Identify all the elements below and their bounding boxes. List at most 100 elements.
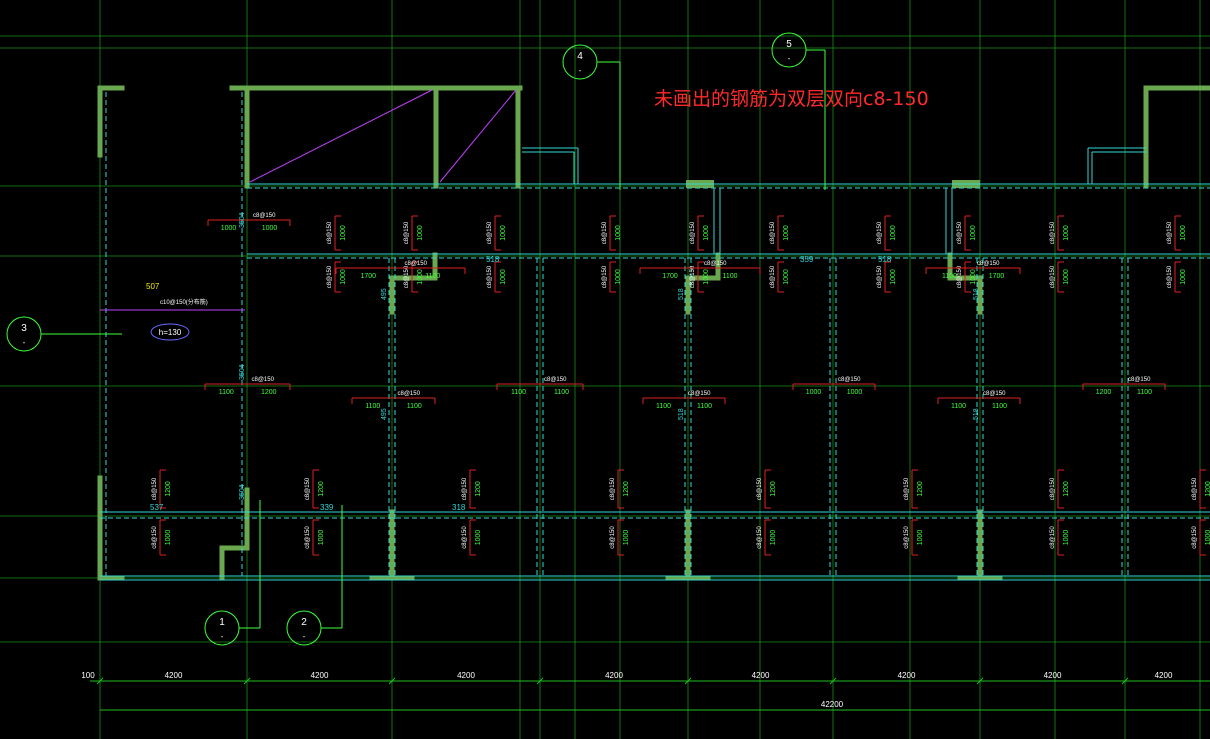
rebar-tag: c8@150 [1192, 477, 1198, 500]
dim-bay: 4200 [898, 671, 916, 680]
axis-bubble-label: 4 [577, 51, 583, 62]
rebar-tag: c8@150 [405, 261, 428, 267]
rebar-vertical: c8@150 1000 [1192, 519, 1210, 556]
axis-bubble-sub: - [579, 66, 582, 75]
rebar-length: 1000 [783, 269, 790, 285]
rebar-length: 1000 [783, 225, 790, 241]
rebar-length: 1200 [318, 481, 325, 497]
rebar-length: 1000 [318, 530, 325, 546]
axis-bubble-3: 3- [6, 316, 122, 352]
rebar-tag: c8@150 [1192, 526, 1198, 549]
rebar-length: 1200 [1096, 389, 1112, 396]
small-dim: 537 [150, 503, 164, 512]
rebar-tag: c8@150 [1050, 221, 1056, 244]
small-dim: 339 [320, 503, 334, 512]
small-dim-v: 495 [381, 288, 388, 300]
rebar-length: 1100 [722, 273, 737, 280]
small-dim: 518 [878, 255, 892, 264]
rebar-tag: c8@150 [983, 391, 1006, 397]
rebar-tag: c8@150 [904, 526, 910, 549]
diagonal-rebar-line [249, 89, 433, 183]
small-dim-v: 518 [973, 288, 980, 300]
rebar-tag: c8@150 [462, 477, 468, 500]
rebar-tag: c8@150 [487, 265, 493, 288]
rebar-tag: c8@150 [957, 221, 963, 244]
rebar-length: 1700 [989, 273, 1005, 280]
rebar-note: 未画出的钢筋为双层双向c8-150 [654, 88, 929, 110]
rebar-length: 1100 [1137, 389, 1152, 396]
rebar-length: 1000 [703, 269, 710, 285]
dim-tick [243, 677, 251, 685]
rebar-tag: c8@150 [770, 265, 776, 288]
rebar-length: 1000 [890, 269, 897, 285]
rebar-length: 1000 [1205, 530, 1210, 546]
rebar-horizontal: c8@150 1200 1100 [1082, 377, 1166, 396]
rebar-tag: c8@150 [305, 477, 311, 500]
dim-bay: 4200 [752, 671, 770, 680]
small-dim-v: 3504 [239, 212, 246, 228]
rebar-length: 1000 [970, 225, 977, 241]
rebar-length: 1100 [554, 389, 569, 396]
rebar-tag: c8@150 [838, 377, 861, 383]
rebar-tag: c8@150 [690, 221, 696, 244]
rebar-length: 1200 [261, 389, 277, 396]
rebar-tag: c8@150 [462, 526, 468, 549]
rebar-length: 1000 [165, 530, 172, 546]
dim-tick [1121, 677, 1129, 685]
axis-bubble-label: 1 [219, 617, 225, 628]
rebar-length: 1000 [703, 225, 710, 241]
rebar-tag: c8@150 [544, 377, 567, 383]
slab-thickness-oval [150, 323, 190, 341]
rebar-tag: c8@150 [1128, 377, 1151, 383]
slab-thickness-label: h=130 [159, 328, 182, 337]
axis-bubble-1: 1- [204, 500, 261, 646]
axis-bubble-sub: - [23, 338, 26, 347]
rebar-length: 1000 [500, 225, 507, 241]
dim-bay: 4200 [311, 671, 329, 680]
rebar-tag: c8@150 [404, 221, 410, 244]
rebar-length: 1700 [360, 273, 376, 280]
rebar-tag: c8@150 [487, 221, 493, 244]
dim-tick [536, 677, 544, 685]
dim-bay: 4200 [1155, 671, 1173, 680]
rebar-tag: c8@150 [704, 261, 727, 267]
annotations: 507 c10@150(分布筋) h=130 [100, 89, 517, 341]
rebar-length: 1200 [917, 481, 924, 497]
rebar-length: 1000 [615, 269, 622, 285]
rebar-tag: c8@150 [327, 221, 333, 244]
dim-tick [976, 677, 984, 685]
dim-tick [96, 677, 104, 685]
rebar-length: 1200 [770, 481, 777, 497]
axis-bubble-sub: - [788, 54, 791, 63]
axis-bubble-label: 2 [301, 617, 307, 628]
rebar-tag: c8@150 [877, 265, 883, 288]
rebar-length: 1100 [942, 273, 957, 280]
rebar-tag: c8@150 [688, 391, 711, 397]
axis-bubble-sub: - [303, 632, 306, 641]
rebar-length: 1200 [1063, 481, 1070, 497]
rebar-length: 1700 [662, 273, 678, 280]
small-dim-v: 3504 [239, 364, 246, 380]
rebar-length: 1000 [1180, 269, 1187, 285]
dim-total: 42200 [821, 700, 844, 709]
rebar-tag: c8@150 [602, 265, 608, 288]
